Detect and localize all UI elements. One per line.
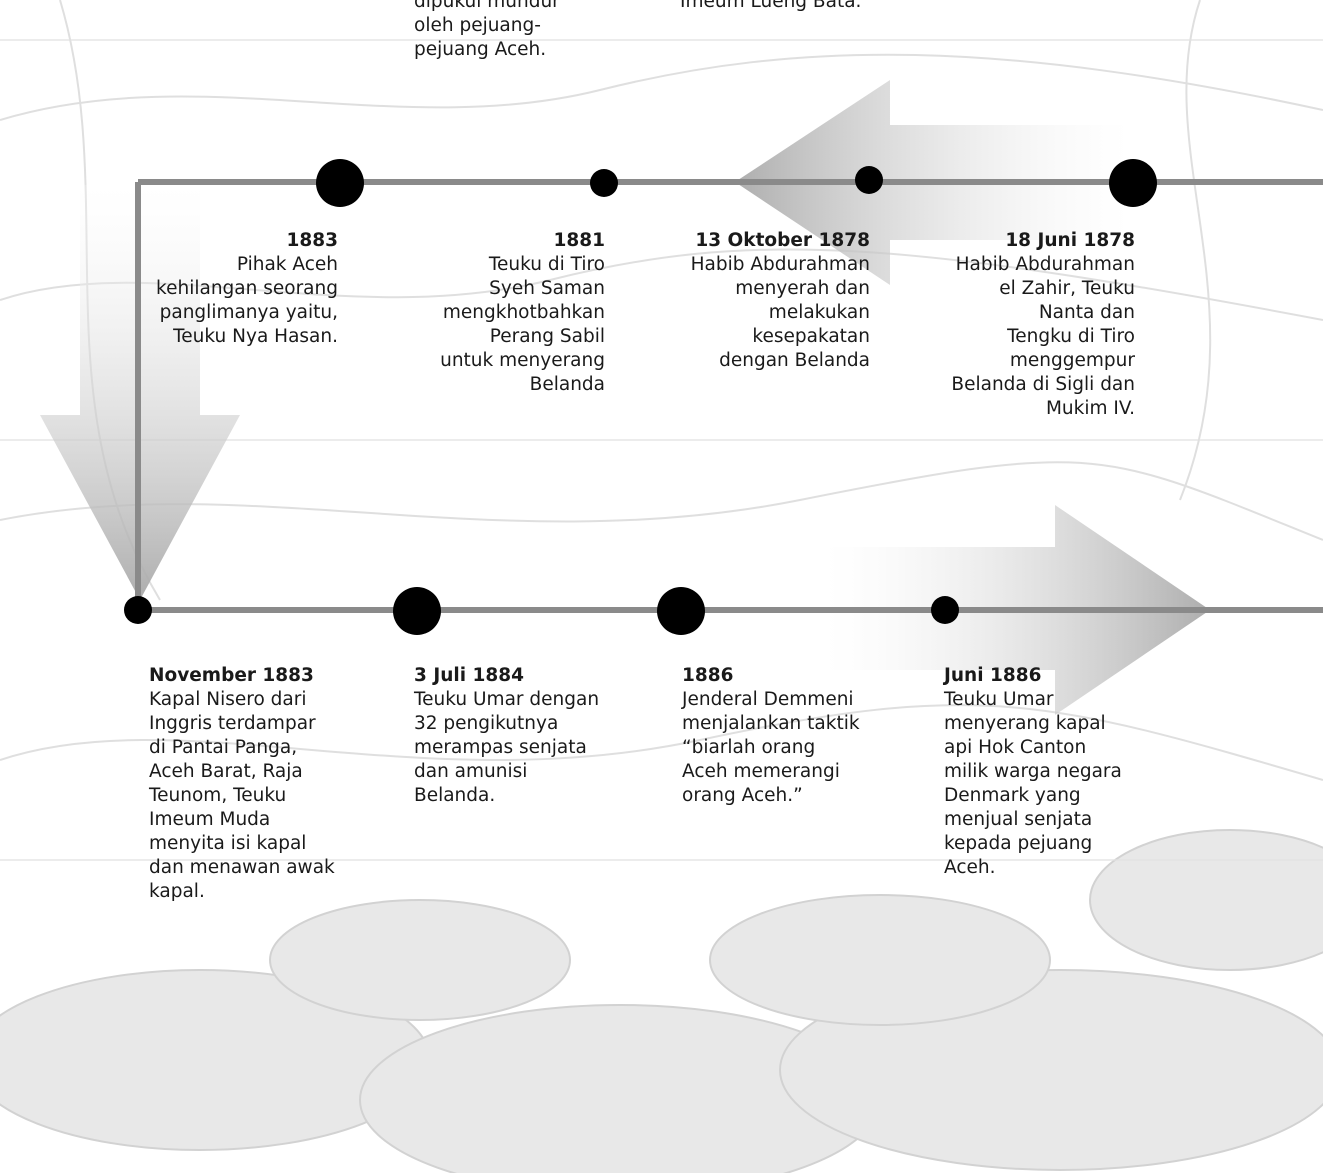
event-text: Habib Abdurahman el Zahir, Teuku Nanta d… <box>951 254 1135 419</box>
event-juni-1886: Juni 1886 Teuku Umar menyerang kapal api… <box>944 664 1144 880</box>
dot-1881 <box>590 169 618 197</box>
event-date: Juni 1886 <box>944 665 1042 686</box>
event-date: 18 Juni 1878 <box>1005 230 1135 251</box>
event-date: 1883 <box>286 230 339 251</box>
event-date: November 1883 <box>149 665 314 686</box>
top-fragment-right: Imeum Lueng Bata. <box>680 0 862 12</box>
dot-3-juli-1884 <box>393 587 441 635</box>
event-1886: 1886 Jenderal Demmeni menjalankan taktik… <box>682 664 882 808</box>
event-13-oktober-1878: 13 Oktober 1878 Habib Abdurahman menyera… <box>670 229 870 373</box>
dot-18-juni-1878 <box>1109 159 1157 207</box>
dot-13-oktober-1878 <box>855 166 883 194</box>
event-18-juni-1878: 18 Juni 1878 Habib Abdurahman el Zahir, … <box>930 229 1135 421</box>
event-1883: 1883 Pihak Aceh kehilangan seorang pangl… <box>140 229 338 349</box>
event-text: Teuku di Tiro Syeh Saman mengkhotbahkan … <box>440 254 605 395</box>
dot-1883 <box>316 159 364 207</box>
event-3-juli-1884: 3 Juli 1884 Teuku Umar dengan 32 pengiku… <box>414 664 619 808</box>
dot-november-1883 <box>124 596 152 624</box>
dot-juni-1886 <box>931 596 959 624</box>
event-date: 1881 <box>553 230 606 251</box>
event-november-1883: November 1883 Kapal Nisero dari Inggris … <box>149 664 349 904</box>
event-text: Jenderal Demmeni menjalankan taktik “bia… <box>682 689 860 806</box>
event-1881: 1881 Teuku di Tiro Syeh Saman mengkhotba… <box>430 229 605 397</box>
event-date: 1886 <box>682 665 734 686</box>
event-date: 13 Oktober 1878 <box>695 230 870 251</box>
dot-1886 <box>657 587 705 635</box>
event-text: Teuku Umar dengan 32 pengikutnya merampa… <box>414 689 600 806</box>
top-fragment-left: dipukul mundur oleh pejuang- pejuang Ace… <box>414 0 560 60</box>
event-text: Kapal Nisero dari Inggris terdampar di P… <box>149 689 335 902</box>
event-text: Pihak Aceh kehilangan seorang panglimany… <box>156 254 338 347</box>
event-text: Teuku Umar menyerang kapal api Hok Canto… <box>944 689 1122 878</box>
event-date: 3 Juli 1884 <box>414 665 524 686</box>
event-text: Habib Abdurahman menyerah dan melakukan … <box>690 254 870 371</box>
